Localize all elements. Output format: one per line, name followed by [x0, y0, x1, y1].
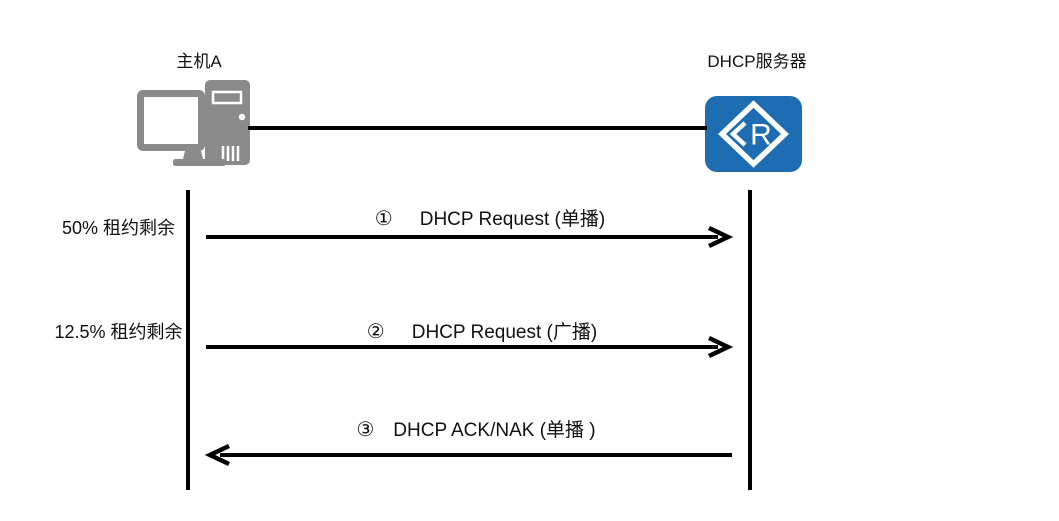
message-1-label: ① DHCP Request (单播)	[305, 207, 675, 232]
desktop-computer-icon	[137, 80, 250, 166]
message-2-text: DHCP Request (广播)	[411, 322, 598, 343]
message-3-number: ③	[356, 419, 375, 441]
dhcp-server-title: DHCP服务器	[707, 52, 807, 71]
message-1-text: DHCP Request (单播)	[419, 209, 606, 230]
message-1-arrow-right	[205, 224, 735, 250]
server-lifeline	[748, 190, 752, 490]
host-title: 主机A	[176, 52, 222, 71]
router-icon: R	[705, 96, 802, 172]
lease-remaining-label-12-5: 12.5% 租约剩余	[54, 322, 183, 342]
message-2-arrow-right	[205, 334, 735, 360]
message-3-label: ③ DHCP ACK/NAK (单播 )	[291, 418, 661, 443]
message-3-arrow-left	[203, 442, 733, 468]
host-server-link-line	[248, 126, 707, 130]
message-2-label: ② DHCP Request (广播)	[297, 320, 667, 345]
message-3-text: DHCP ACK/NAK (单播 )	[393, 420, 596, 441]
host-lifeline	[186, 190, 190, 490]
lease-remaining-label-50: 50% 租约剩余	[61, 218, 176, 238]
message-2-number: ②	[366, 321, 385, 343]
router-letter: R	[750, 119, 772, 152]
message-1-number: ①	[374, 208, 393, 230]
